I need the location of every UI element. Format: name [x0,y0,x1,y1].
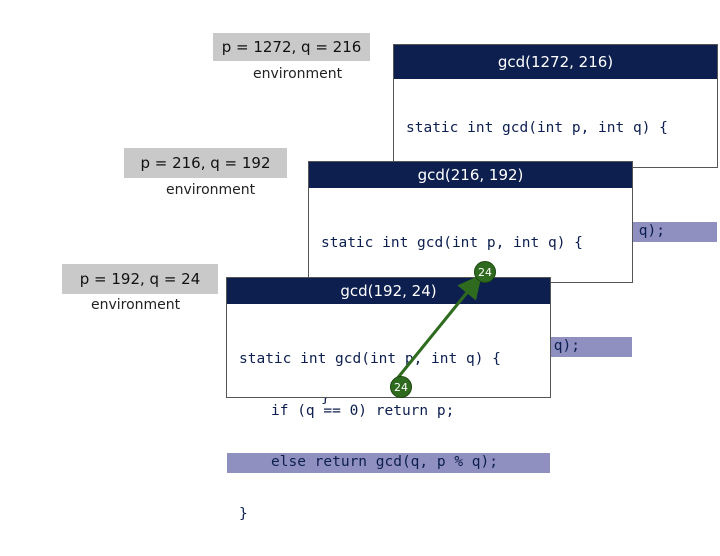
code-line-recursive-call: else return gcd(q, p % q); [227,453,550,473]
code-line-close-brace: } [239,505,248,522]
env-caption-2: environment [166,182,256,198]
stack-frame-1: gcd(1272, 216) static int gcd(int p, int… [393,44,718,291]
code-line-signature: static int gcd(int p, int q) { [321,235,583,251]
env-label-2: p = 216, q = 192 [124,148,287,178]
env-label-1: p = 1272, q = 216 [213,33,370,61]
frame-title-1: gcd(1272, 216) [394,45,717,79]
frame-title-3: gcd(192, 24) [227,278,550,304]
code-line-signature: static int gcd(int p, int q) { [239,351,501,367]
env-label-3: p = 192, q = 24 [62,264,218,294]
env-caption-1: environment [253,66,343,82]
code-line-signature: static int gcd(int p, int q) { [406,120,668,136]
return-value-badge-1: 24 [474,261,496,283]
code-block-3: static int gcd(int p, int q) { if (q == … [227,318,550,556]
code-line-base-case: if (q == 0) return p; [271,402,455,419]
return-value-badge-2: 24 [390,376,412,398]
stack-frame-2: gcd(216, 192) static int gcd(int p, int … [308,161,633,406]
frame-title-2: gcd(216, 192) [309,162,632,188]
stack-frame-3: gcd(192, 24) static int gcd(int p, int q… [226,277,551,522]
env-caption-3: environment [91,297,181,313]
